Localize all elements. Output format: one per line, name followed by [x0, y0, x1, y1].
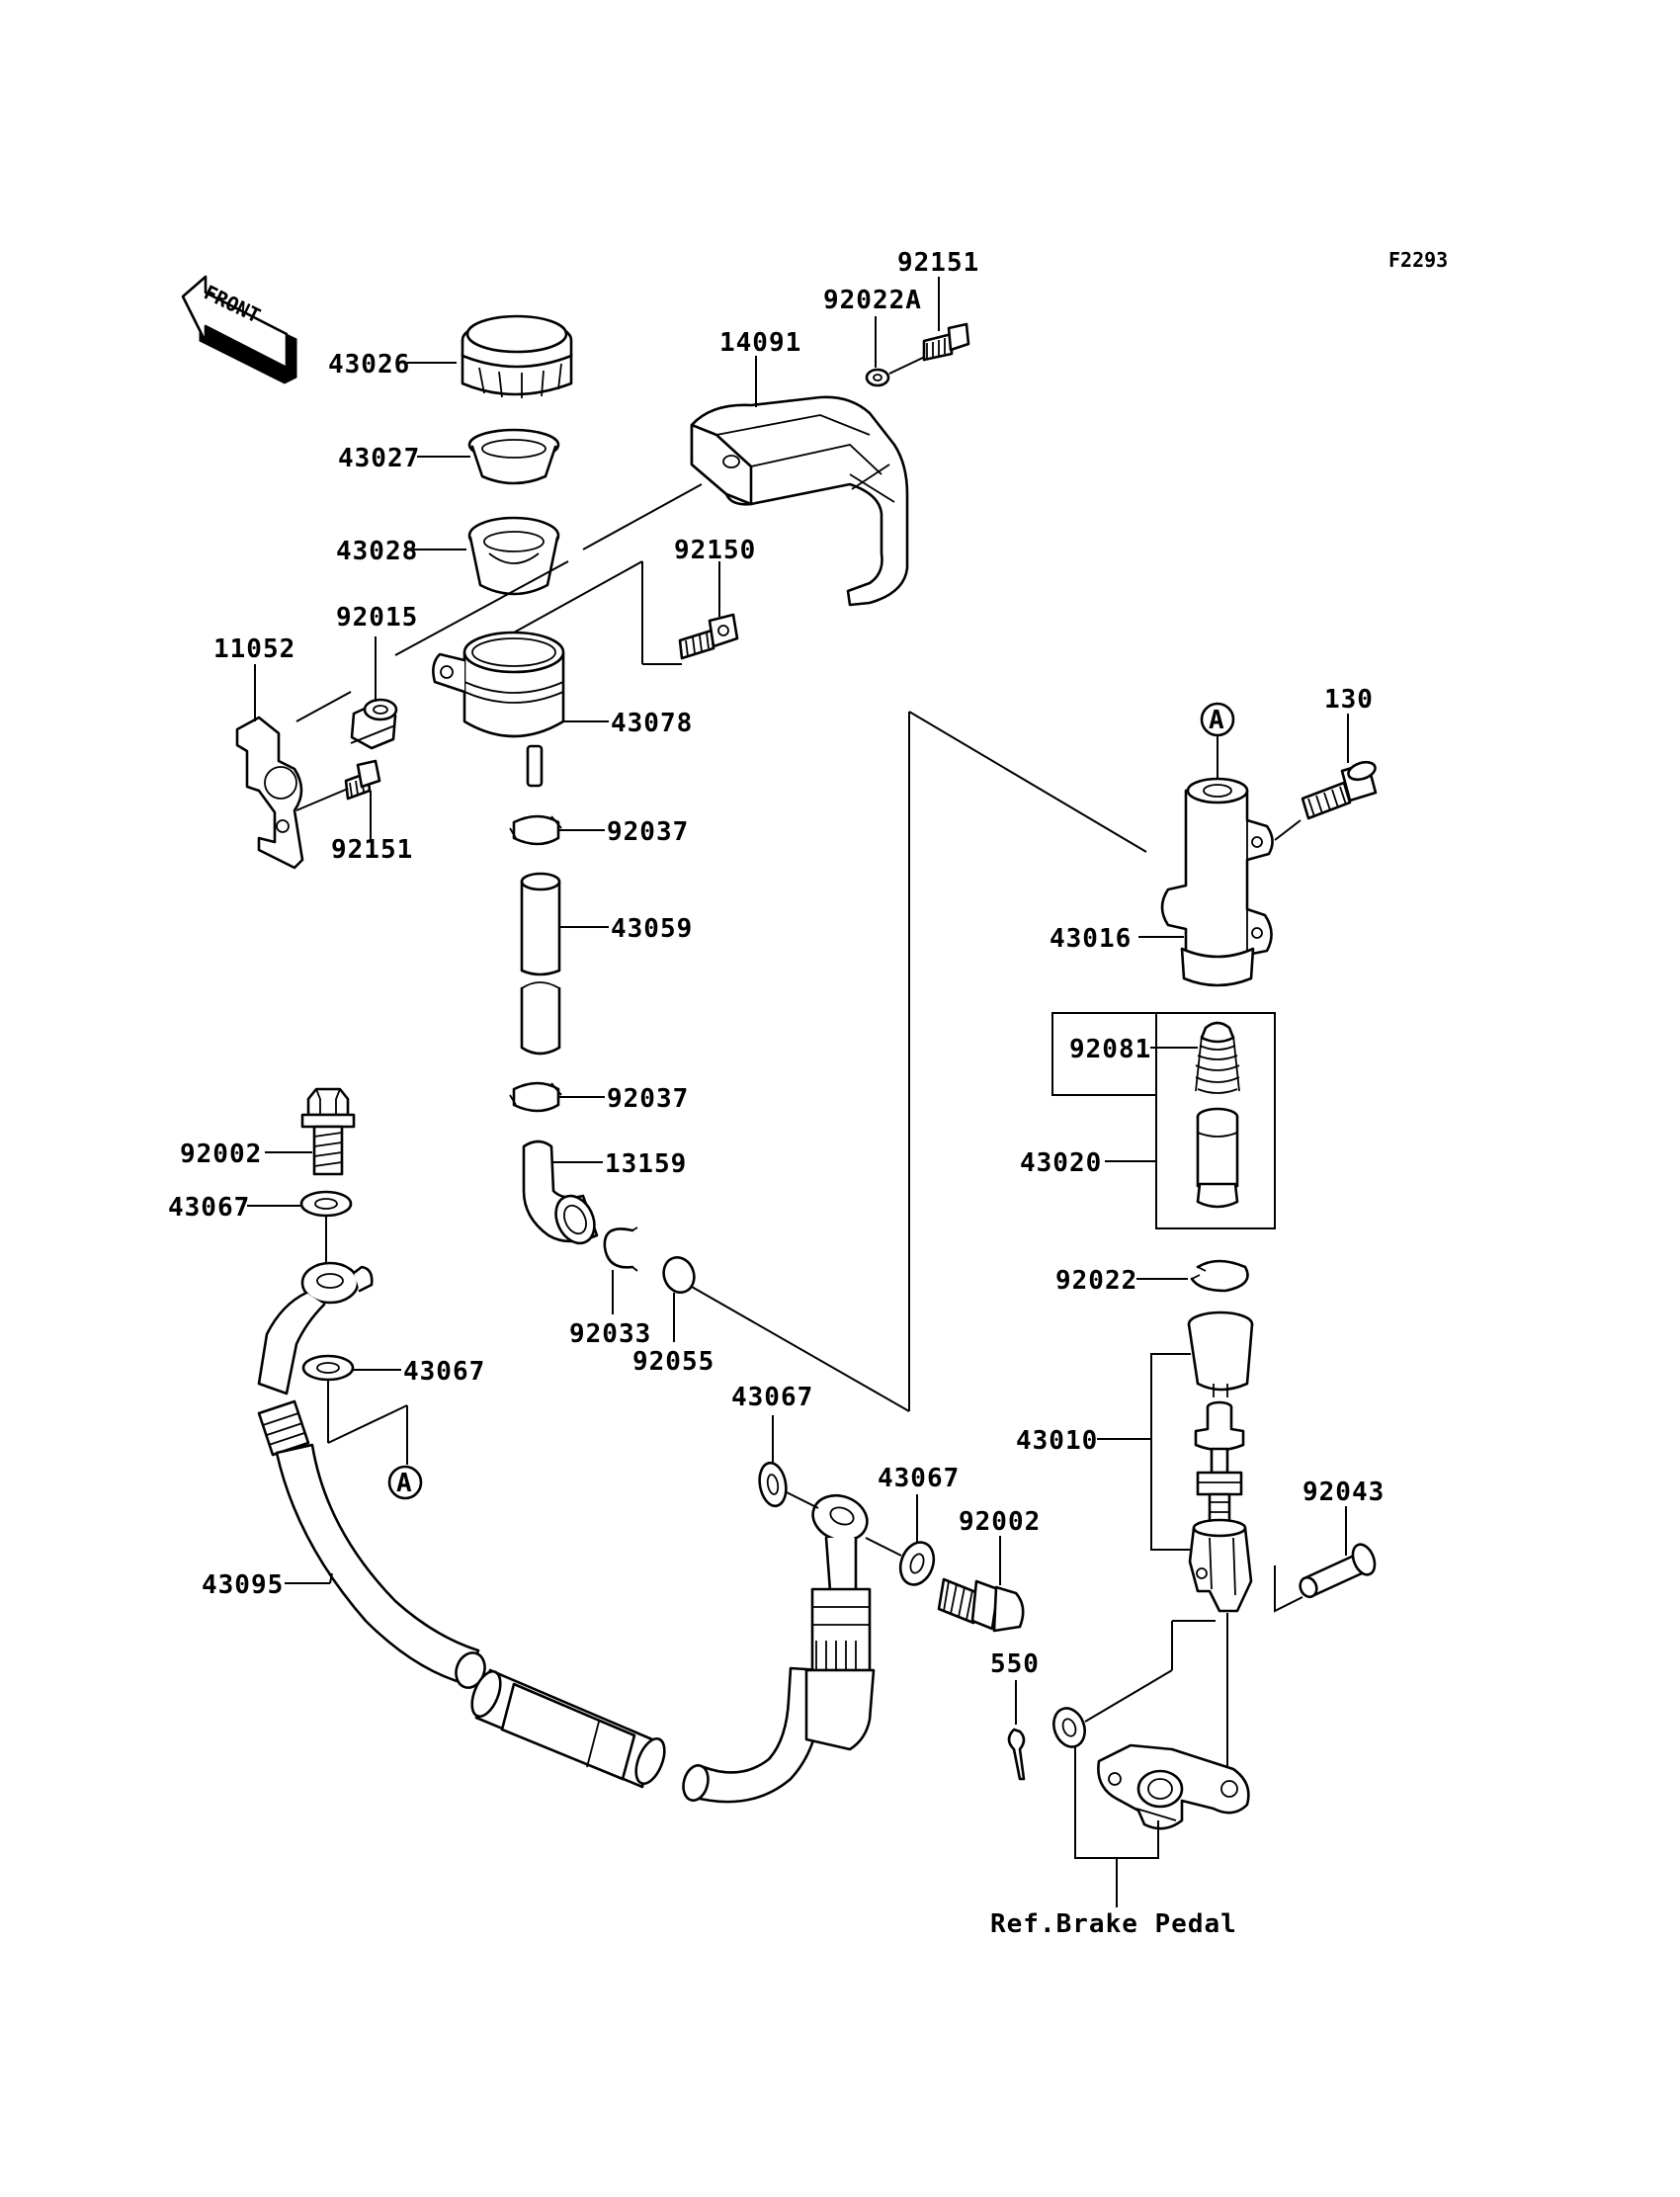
circlip-icon: [1190, 1259, 1249, 1293]
banjo-bolt-icon: [937, 1577, 1025, 1633]
label-92043: 92043: [1302, 1478, 1385, 1507]
hose-clamp-icon: [509, 814, 562, 846]
piston-icon: [1196, 1107, 1239, 1209]
banjo-fitting-icon: [804, 1493, 876, 1751]
bolt-icon: [922, 322, 970, 362]
circlip-icon: [603, 1226, 638, 1272]
label-92015: 92015: [336, 603, 418, 633]
brake-pedal-part-icon: [1097, 1743, 1250, 1830]
o-ring-icon: [662, 1256, 696, 1294]
label-43010: 43010: [1016, 1426, 1098, 1456]
elbow-pipe-icon: [522, 1140, 599, 1245]
banjo-bolt-icon: [300, 1087, 356, 1176]
bolt-icon: [344, 759, 381, 801]
cotter-pin-icon: [1007, 1728, 1026, 1781]
banjo-fitting-icon: [257, 1261, 374, 1395]
washer-icon: [865, 368, 890, 387]
brake-hose-icon: [257, 1399, 824, 1804]
reservoir-cap-icon: [461, 314, 573, 398]
diaphragm-icon: [467, 516, 560, 596]
label-13159: 13159: [605, 1149, 687, 1179]
label-43059: 43059: [611, 914, 693, 944]
washer-icon: [1052, 1707, 1086, 1748]
collar-icon: [350, 698, 398, 750]
clevis-pin-icon: [1299, 1543, 1377, 1599]
reservoir-body-icon: [432, 631, 565, 788]
reservoir-cover-icon: [690, 395, 909, 607]
label-92150: 92150: [674, 536, 756, 565]
label-11052: 11052: [213, 634, 295, 664]
label-43067-d: 43067: [878, 1464, 960, 1493]
diaphragm-plate-icon: [467, 428, 560, 485]
ref-brake-pedal-text: Ref.Brake Pedal: [990, 1909, 1237, 1939]
spring-icon: [1195, 1021, 1240, 1094]
label-43027: 43027: [338, 444, 420, 473]
label-92055: 92055: [632, 1347, 714, 1377]
dust-boot-icon: [1187, 1310, 1254, 1397]
label-43078: 43078: [611, 709, 693, 738]
washer-icon: [758, 1461, 788, 1508]
label-92151-left: 92151: [331, 835, 413, 865]
label-550: 550: [990, 1649, 1040, 1679]
label-92002-left: 92002: [180, 1140, 262, 1169]
marker-a-bottom-text: A: [396, 1469, 413, 1498]
label-92022A: 92022A: [823, 286, 922, 315]
marker-a-bottom-icon: A: [387, 1465, 423, 1500]
label-43028: 43028: [336, 537, 418, 566]
label-43067-a: 43067: [168, 1193, 250, 1223]
label-92037-b: 92037: [607, 1084, 689, 1114]
figure-code: F2293: [1388, 248, 1448, 272]
bolt-icon: [1301, 760, 1378, 820]
label-14091: 14091: [719, 328, 801, 358]
label-43067-b: 43067: [403, 1357, 485, 1387]
clevis-icon: [1188, 1518, 1253, 1613]
bolt-icon: [678, 613, 739, 660]
washer-icon: [301, 1354, 355, 1382]
marker-a-top-text: A: [1209, 706, 1225, 735]
label-43016: 43016: [1050, 924, 1132, 954]
label-92081: 92081: [1069, 1035, 1151, 1064]
label-43026: 43026: [328, 350, 410, 380]
label-92002-right: 92002: [959, 1507, 1041, 1537]
hose-clamp-icon: [509, 1081, 562, 1113]
front-arrow-icon: FRONT: [181, 275, 297, 384]
washer-icon: [299, 1190, 353, 1218]
label-130: 130: [1324, 685, 1374, 715]
push-rod-icon: [1194, 1400, 1245, 1526]
label-92033: 92033: [569, 1319, 651, 1349]
label-43020: 43020: [1020, 1148, 1102, 1178]
master-cylinder-icon: [1160, 777, 1274, 987]
marker-a-top-icon: A: [1200, 702, 1235, 737]
washer-icon: [898, 1541, 936, 1586]
bracket-icon: [235, 716, 304, 870]
label-92037-a: 92037: [607, 817, 689, 847]
hose-icon: [520, 872, 561, 1056]
label-92151-top: 92151: [897, 248, 979, 278]
label-43095: 43095: [202, 1570, 284, 1600]
label-92022: 92022: [1055, 1266, 1137, 1296]
label-43067-c: 43067: [731, 1383, 813, 1412]
